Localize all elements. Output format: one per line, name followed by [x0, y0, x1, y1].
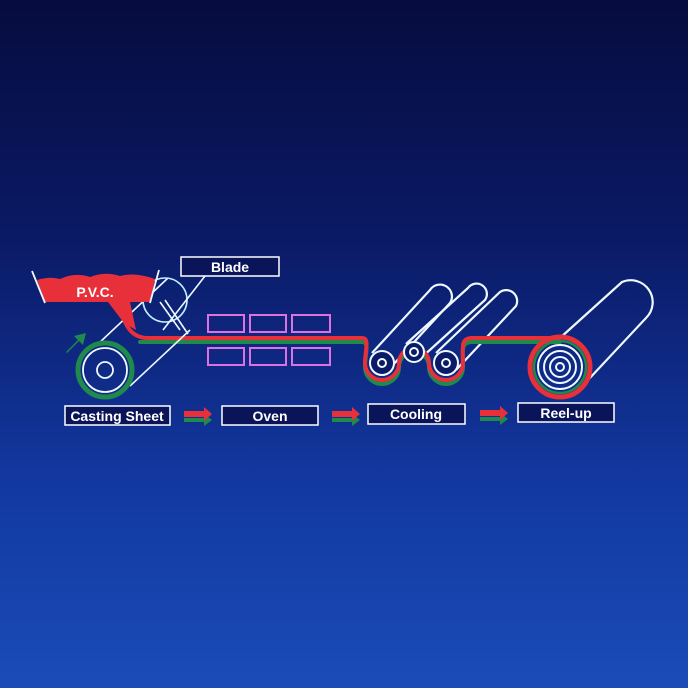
- stage-box: [367, 403, 466, 425]
- blade: [164, 299, 189, 335]
- arrow-right-icon: [480, 406, 508, 425]
- oven-heaters: [207, 314, 331, 366]
- oven-heater: [249, 347, 287, 366]
- reel-cylinder: [559, 279, 654, 381]
- flow-arrows: [184, 406, 508, 426]
- stage-box: [221, 405, 319, 426]
- stage-box: [64, 405, 171, 426]
- arrow-right-icon: [184, 407, 212, 426]
- oven-heater: [249, 314, 287, 333]
- sheet-green-layer: [138, 340, 562, 386]
- cooling-cylinder-1: [371, 283, 453, 367]
- oven-heater: [207, 347, 245, 366]
- oven-heater: [291, 347, 331, 366]
- arrow-right-icon: [332, 407, 360, 426]
- pvc-sheet: [123, 320, 562, 386]
- sheet-red-layer: [123, 320, 562, 382]
- stage-cooling: Cooling: [390, 406, 442, 422]
- stage-casting-sheet: Casting Sheet: [70, 408, 164, 424]
- oven-heater: [291, 314, 331, 333]
- cooling-cylinders: [371, 279, 654, 381]
- blade-label: Blade: [211, 259, 249, 275]
- pvc-hopper: P.V.C.: [31, 269, 160, 330]
- blade-leader-line: [162, 275, 206, 331]
- stage-reel-up: Reel-up: [540, 405, 591, 421]
- cooling-cylinder-2: [405, 282, 488, 359]
- oven-heater: [207, 314, 245, 333]
- reel-up-roll: [527, 334, 593, 400]
- stage-box: [517, 402, 615, 423]
- casting-frame: [97, 275, 206, 387]
- stage-labels: Casting Sheet Oven Cooling Reel-up: [64, 402, 615, 426]
- casting-drum: [75, 340, 135, 400]
- cooling-rollers: [369, 341, 459, 376]
- blade-label-box: [180, 256, 280, 277]
- hopper-label: P.V.C.: [76, 284, 113, 300]
- rotation-arrow-icon: [66, 333, 86, 353]
- pvc-material: [37, 273, 155, 330]
- cooling-cylinder-3: [435, 289, 519, 371]
- stage-oven: Oven: [252, 408, 287, 424]
